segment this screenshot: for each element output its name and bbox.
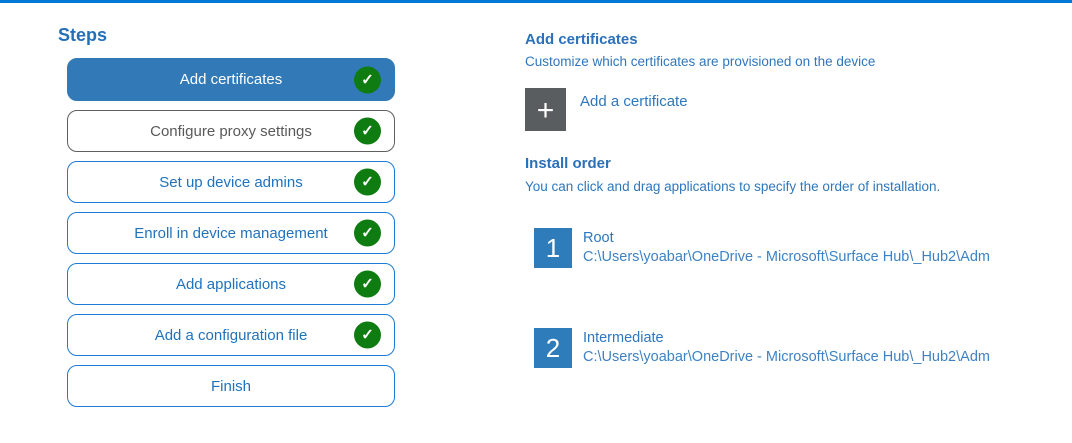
step-label: Finish bbox=[210, 377, 251, 395]
steps-list: Add certificates ✓ Configure proxy setti… bbox=[67, 58, 395, 407]
add-certificate-button[interactable]: + bbox=[525, 88, 566, 131]
step-label: Add certificates bbox=[179, 71, 283, 88]
page-title: Add certificates bbox=[525, 31, 638, 48]
install-item-text: Root C:\Users\yoabar\OneDrive - Microsof… bbox=[583, 228, 990, 267]
completed-check-icon: ✓ bbox=[354, 270, 381, 298]
step-label: Configure proxy settings bbox=[150, 122, 312, 140]
certificate-name: Root bbox=[583, 230, 614, 246]
certificate-path: C:\Users\yoabar\OneDrive - Microsoft\Sur… bbox=[583, 249, 990, 265]
page-subtitle: Customize which certificates are provisi… bbox=[525, 54, 876, 69]
completed-check-icon: ✓ bbox=[354, 219, 381, 247]
step-add-certificates[interactable]: Add certificates ✓ bbox=[67, 58, 395, 101]
step-enroll-in-device-management[interactable]: Enroll in device management ✓ bbox=[67, 212, 395, 254]
step-label: Add applications bbox=[175, 275, 287, 293]
completed-check-icon: ✓ bbox=[354, 117, 381, 145]
content-panel: Add certificates Customize which certifi… bbox=[525, 0, 1072, 443]
order-number-badge: 2 bbox=[534, 328, 572, 368]
install-order-description: You can click and drag applications to s… bbox=[525, 179, 941, 194]
accent-top-bar bbox=[0, 0, 1072, 3]
step-configure-proxy-settings[interactable]: Configure proxy settings ✓ bbox=[67, 110, 395, 152]
step-add-a-configuration-file[interactable]: Add a configuration file ✓ bbox=[67, 314, 395, 356]
completed-check-icon: ✓ bbox=[354, 168, 381, 196]
certificate-name: Intermediate bbox=[583, 330, 664, 346]
step-add-applications[interactable]: Add applications ✓ bbox=[67, 263, 395, 305]
install-item-text: Intermediate C:\Users\yoabar\OneDrive - … bbox=[583, 328, 990, 367]
step-label: Set up device admins bbox=[159, 173, 303, 191]
step-label: Enroll in device management bbox=[134, 224, 328, 242]
step-label: Add a configuration file bbox=[154, 326, 308, 344]
install-order-item-intermediate[interactable]: 2 Intermediate C:\Users\yoabar\OneDrive … bbox=[534, 328, 990, 368]
step-set-up-device-admins[interactable]: Set up device admins ✓ bbox=[67, 161, 395, 203]
completed-check-icon: ✓ bbox=[354, 321, 381, 349]
add-certificate-row: + Add a certificate bbox=[525, 88, 688, 131]
add-certificate-label[interactable]: Add a certificate bbox=[580, 93, 688, 110]
plus-icon: + bbox=[536, 93, 555, 127]
certificate-path: C:\Users\yoabar\OneDrive - Microsoft\Sur… bbox=[583, 349, 990, 365]
step-finish[interactable]: Finish bbox=[67, 365, 395, 407]
order-number-badge: 1 bbox=[534, 228, 572, 268]
steps-panel-title: Steps bbox=[58, 25, 108, 45]
completed-check-icon: ✓ bbox=[354, 66, 381, 93]
install-order-title: Install order bbox=[525, 155, 611, 172]
install-order-item-root[interactable]: 1 Root C:\Users\yoabar\OneDrive - Micros… bbox=[534, 228, 990, 268]
